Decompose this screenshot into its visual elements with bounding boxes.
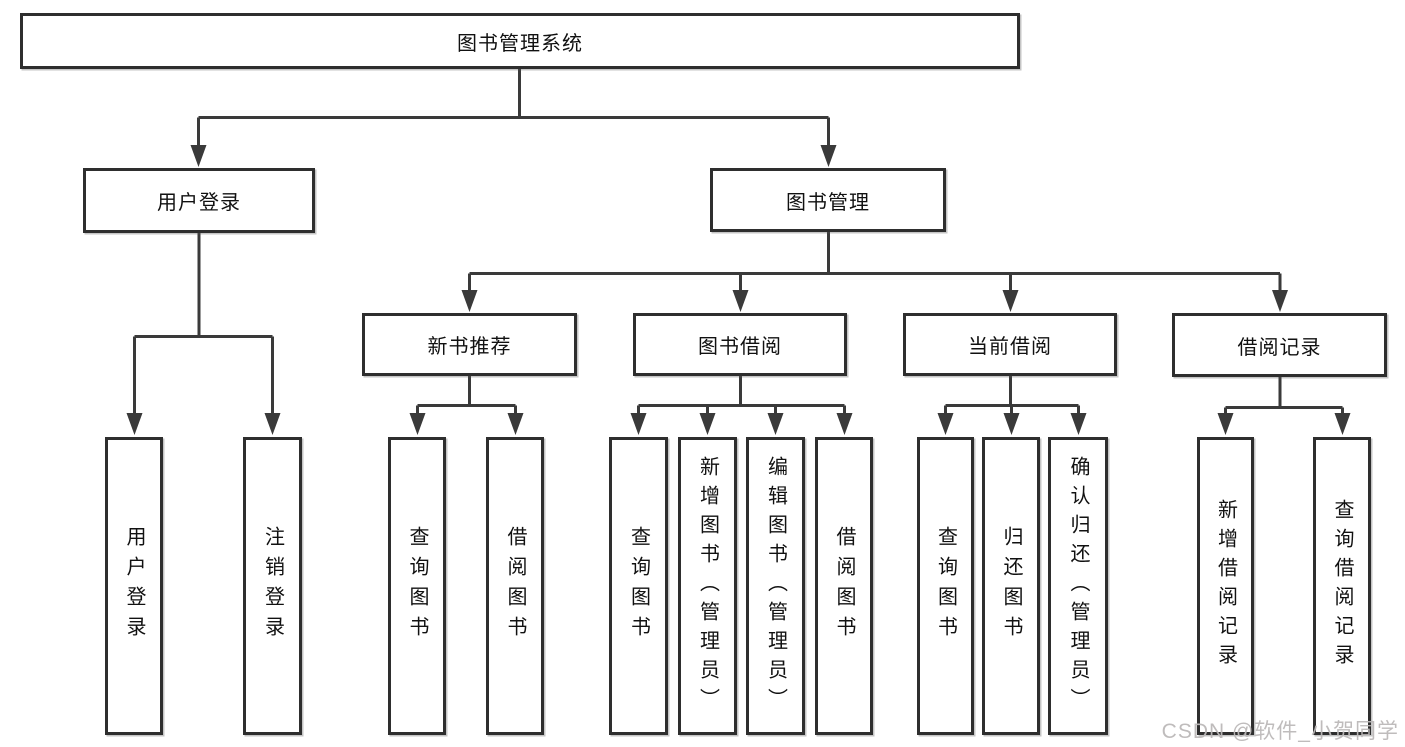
edges-root-to-level2 bbox=[190, 69, 837, 167]
node-book-borrow: 图书借阅 bbox=[633, 313, 847, 376]
node-leaf-confirm-return-admin: 确认归还（管理员） bbox=[1048, 437, 1108, 735]
edges-new-rec-children bbox=[409, 376, 524, 435]
edges-book-borrow-children bbox=[630, 376, 853, 435]
node-leaf-user-login: 用户登录 bbox=[105, 437, 163, 735]
node-leaf-query-books-recommend: 查询图书 bbox=[388, 437, 446, 735]
node-leaf-borrow-books: 借阅图书 bbox=[815, 437, 873, 735]
node-leaf-return-books: 归还图书 bbox=[982, 437, 1040, 735]
node-current-borrow: 当前借阅 bbox=[903, 313, 1117, 376]
edges-user-login-children bbox=[126, 233, 281, 435]
node-leaf-query-borrow-record: 查询借阅记录 bbox=[1313, 437, 1371, 735]
node-new-book-recommend: 新书推荐 bbox=[362, 313, 577, 376]
node-leaf-add-borrow-record: 新增借阅记录 bbox=[1197, 437, 1254, 735]
edges-book-mgmt-children bbox=[461, 232, 1288, 312]
node-leaf-query-books: 查询图书 bbox=[609, 437, 668, 735]
node-book-management: 图书管理 bbox=[710, 168, 946, 232]
node-user-login: 用户登录 bbox=[83, 168, 315, 233]
edges-borrow-rec-children bbox=[1217, 377, 1351, 435]
node-library-system: 图书管理系统 bbox=[20, 13, 1020, 69]
csdn-watermark: CSDN @软件_小贺同学 bbox=[1161, 720, 1399, 743]
node-leaf-borrow-books-recommend: 借阅图书 bbox=[486, 437, 544, 735]
node-leaf-add-books-admin: 新增图书（管理员） bbox=[678, 437, 737, 735]
node-leaf-logout: 注销登录 bbox=[243, 437, 302, 735]
node-leaf-edit-books-admin: 编辑图书（管理员） bbox=[746, 437, 805, 735]
node-leaf-query-current-books: 查询图书 bbox=[917, 437, 974, 735]
edges-cur-borrow-children bbox=[937, 376, 1087, 435]
node-borrow-records: 借阅记录 bbox=[1172, 313, 1387, 377]
